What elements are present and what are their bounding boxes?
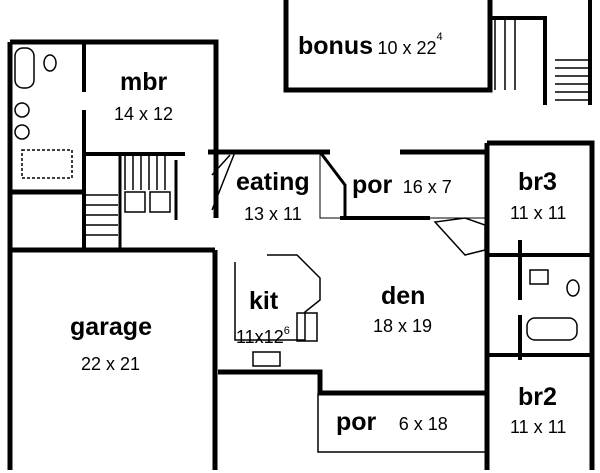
room-size-br2: 11 x 11 [510, 417, 567, 437]
fireplace-icon [433, 217, 486, 256]
room-name: por [352, 171, 393, 199]
room-name-mbr: mbr [120, 68, 168, 96]
cooktop-icon [296, 312, 318, 342]
stair-walls [490, 16, 547, 105]
kitchen-counter [234, 254, 321, 341]
room-size-garage: 22 x 21 [81, 354, 141, 374]
room-size: 16 x 7 [402, 177, 452, 197]
walls [7, 0, 595, 470]
room-name: por [336, 408, 377, 436]
room-bonus: bonus 10 x 224 [298, 31, 443, 60]
room-name-garage: garage [70, 313, 152, 341]
room-size-br3: 11 x 11 [510, 203, 567, 223]
room-name-kit: kit [249, 287, 279, 315]
stairs-icon [86, 194, 118, 236]
room-porch-rear: por 16 x 7 [352, 173, 452, 198]
sink-icon [252, 351, 281, 367]
room-size-den: 18 x 19 [373, 316, 433, 336]
room-name-br2: br2 [518, 383, 557, 411]
room-name-br3: br3 [518, 168, 557, 196]
room-porch-front: por 6 x 18 [336, 410, 448, 435]
room-size-eating: 13 x 11 [244, 204, 302, 224]
room-size-mbr: 14 x 12 [114, 104, 174, 124]
room-name-eating: eating [236, 168, 310, 196]
room-size: 10 x 22 [377, 38, 437, 58]
room-size-fraction: 4 [436, 31, 443, 43]
kitchen-den-walls [218, 369, 487, 396]
room-size: 6 x 18 [398, 414, 448, 434]
br-bathtub-icon [526, 317, 578, 341]
toilet-icon [43, 54, 57, 72]
bonus-stairs-icon [555, 59, 588, 101]
washer-icon [14, 102, 30, 118]
mbr-walls [10, 39, 219, 218]
bathtub-icon [14, 47, 35, 89]
br-toilet-icon [566, 279, 580, 297]
fixtures [14, 20, 588, 453]
bonus-walls [283, 0, 493, 93]
room-name-den: den [381, 282, 426, 310]
bedroom-wing-walls [484, 140, 595, 470]
room-name: bonus [298, 32, 373, 60]
front-porch-outline [317, 393, 487, 453]
room-size-fraction: 6 [283, 325, 290, 337]
room-size-kit: 11x126 [236, 325, 290, 347]
dryer-icon [14, 124, 30, 140]
room-size: 11x12 [236, 327, 284, 347]
